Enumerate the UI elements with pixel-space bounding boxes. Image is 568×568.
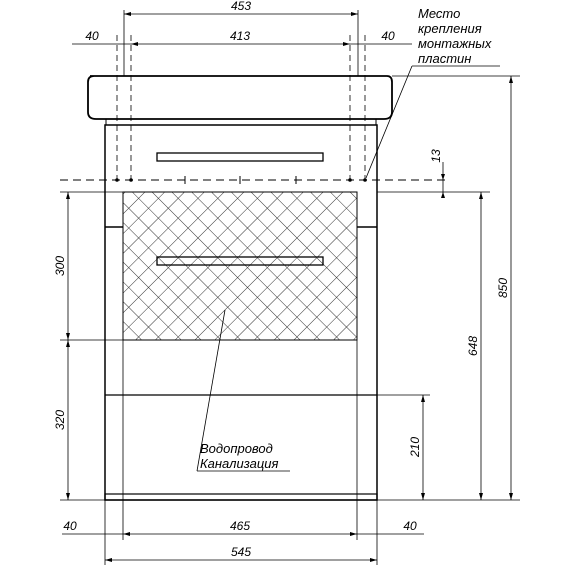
dim-text-right-40: 40: [381, 29, 395, 43]
water-label-line1: Водопровод: [200, 441, 273, 456]
hatched-utility-zone: [122, 191, 358, 341]
dim-text-bottom-right-40: 40: [403, 519, 417, 533]
mount-note-line3: монтажных: [418, 36, 492, 51]
upper-drawer-handle: [156, 152, 324, 162]
vertical-extension-lines: [116, 35, 366, 180]
mount-note-line2: крепления: [418, 21, 482, 36]
lower-drawer-handle: [156, 256, 324, 266]
dim-text-648: 648: [466, 336, 480, 356]
mount-note-line4: пластин: [418, 51, 471, 66]
dim-text-320: 320: [53, 410, 67, 430]
mount-note-line1: Место: [418, 6, 460, 21]
centre-marks: [184, 176, 297, 184]
dim-text-bottom-left-40: 40: [63, 519, 77, 533]
dim-text-545: 545: [231, 545, 251, 559]
dim-text-13: 13: [429, 149, 443, 163]
plinth: [104, 493, 378, 501]
washbasin-outline: [87, 75, 393, 120]
dim-text-300: 300: [53, 256, 67, 276]
right-extension-lines: [377, 75, 520, 501]
water-leader-line: [196, 309, 226, 472]
dim-text-left-40: 40: [85, 29, 99, 43]
mount-leader-line: [365, 65, 413, 179]
dim-text-210: 210: [408, 437, 422, 458]
bottom-extension-lines: [104, 340, 378, 565]
dim-text-850: 850: [496, 278, 510, 298]
dim-text-453: 453: [231, 0, 251, 13]
dim-text-465: 465: [230, 519, 250, 533]
water-label-line2: Канализация: [200, 456, 278, 471]
top-extension-lines: [123, 10, 359, 76]
left-extension-lines: [60, 191, 123, 501]
dim-text-413: 413: [230, 29, 250, 43]
